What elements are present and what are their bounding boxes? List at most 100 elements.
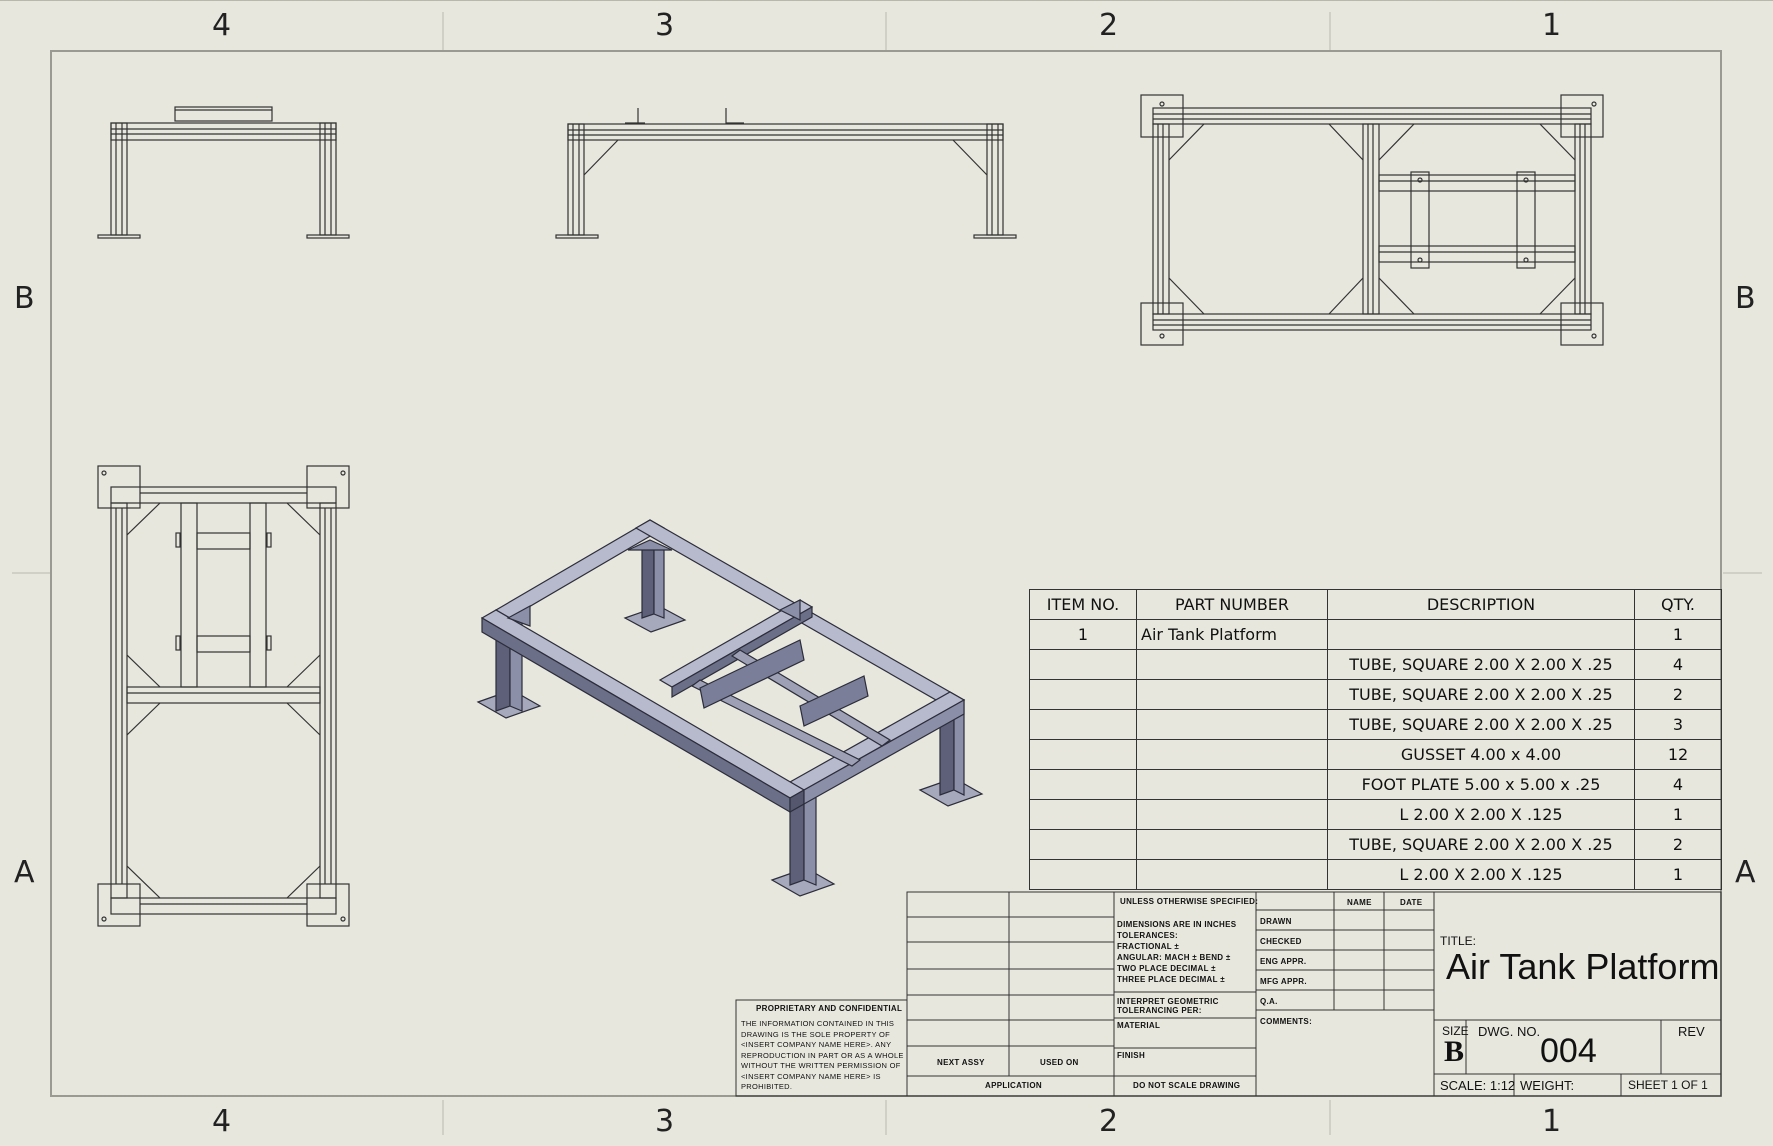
bom-cell-part bbox=[1136, 769, 1328, 800]
side-view bbox=[555, 108, 1017, 239]
application-label: APPLICATION bbox=[985, 1081, 1042, 1090]
bom-cell-item bbox=[1029, 739, 1137, 770]
interpret-line-1: INTERPRET GEOMETRIC bbox=[1117, 997, 1219, 1006]
unless-specified-label: UNLESS OTHERWISE SPECIFIED: bbox=[1120, 897, 1259, 906]
zone-right-b: B bbox=[1735, 281, 1756, 316]
bom-header-item: ITEM NO. bbox=[1029, 589, 1137, 620]
bom-cell-part bbox=[1136, 799, 1328, 830]
approval-row-label: CHECKED bbox=[1260, 937, 1302, 946]
bom-cell-desc: TUBE, SQUARE 2.00 X 2.00 X .25 bbox=[1327, 649, 1635, 680]
bom-cell-qty: 3 bbox=[1634, 709, 1722, 740]
tolerance-line: TWO PLACE DECIMAL ± bbox=[1117, 964, 1216, 973]
zone-left-b: B bbox=[14, 281, 35, 316]
dwg-no-label: DWG. NO. bbox=[1478, 1024, 1541, 1039]
zone-top-2: 2 bbox=[1099, 8, 1119, 43]
bom-cell-qty: 2 bbox=[1634, 679, 1722, 710]
bom-cell-item bbox=[1029, 859, 1137, 890]
title-label: TITLE: bbox=[1440, 934, 1477, 948]
approval-row-label: Q.A. bbox=[1260, 997, 1278, 1006]
top-view bbox=[1140, 94, 1604, 346]
bom-cell-desc: TUBE, SQUARE 2.00 X 2.00 X .25 bbox=[1327, 709, 1635, 740]
bom-cell-desc: L 2.00 X 2.00 X .125 bbox=[1327, 859, 1635, 890]
proprietary-line: DRAWING IS THE SOLE PROPERTY OF bbox=[741, 1029, 891, 1039]
sheet-label: SHEET 1 OF 1 bbox=[1628, 1078, 1708, 1092]
proprietary-line: REPRODUCTION IN PART OR AS A WHOLE bbox=[741, 1050, 904, 1060]
bom-cell-item bbox=[1029, 679, 1137, 710]
proprietary-line: PROHIBITED. bbox=[741, 1082, 793, 1091]
bom-cell-item bbox=[1029, 649, 1137, 680]
bom-cell-desc bbox=[1327, 619, 1635, 650]
bom-cell-qty: 4 bbox=[1634, 769, 1722, 800]
bom-cell-part: Air Tank Platform bbox=[1136, 619, 1328, 650]
bom-cell-qty: 1 bbox=[1634, 859, 1722, 890]
bom-header-part: PART NUMBER bbox=[1136, 589, 1328, 620]
bom-cell-item bbox=[1029, 799, 1137, 830]
dwg-number: 004 bbox=[1540, 1032, 1597, 1070]
bom-cell-part bbox=[1136, 829, 1328, 860]
proprietary-line: WITHOUT THE WRITTEN PERMISSION OF bbox=[741, 1061, 901, 1070]
approval-row-label: MFG APPR. bbox=[1260, 977, 1307, 986]
bom-cell-part bbox=[1136, 859, 1328, 890]
zone-top-1: 1 bbox=[1542, 8, 1562, 43]
date-header: DATE bbox=[1400, 898, 1423, 907]
bom-cell-desc: GUSSET 4.00 x 4.00 bbox=[1327, 739, 1635, 770]
used-on-label: USED ON bbox=[1040, 1058, 1079, 1067]
do-not-scale-label: DO NOT SCALE DRAWING bbox=[1133, 1081, 1241, 1090]
bom-header-qty: QTY. bbox=[1634, 589, 1722, 620]
bom-cell-qty: 2 bbox=[1634, 829, 1722, 860]
bom-cell-item: 1 bbox=[1029, 619, 1137, 650]
zone-bottom-3: 3 bbox=[655, 1104, 675, 1139]
tolerance-line: ANGULAR: MACH ± BEND ± bbox=[1117, 953, 1231, 962]
bom-header-desc: DESCRIPTION bbox=[1327, 589, 1635, 620]
bom-cell-item bbox=[1029, 709, 1137, 740]
zone-bottom-1: 1 bbox=[1542, 1104, 1562, 1139]
material-label: MATERIAL bbox=[1117, 1021, 1161, 1030]
drawing-title: Air Tank Platform bbox=[1446, 946, 1720, 987]
size-value: B bbox=[1444, 1035, 1465, 1068]
proprietary-line: <INSERT COMPANY NAME HERE> IS bbox=[741, 1071, 881, 1081]
tolerance-line: THREE PLACE DECIMAL ± bbox=[1117, 975, 1225, 984]
size-label: SIZE bbox=[1442, 1024, 1469, 1038]
proprietary-line: THE INFORMATION CONTAINED IN THIS bbox=[741, 1019, 895, 1028]
bom-cell-desc: FOOT PLATE 5.00 x 5.00 x .25 bbox=[1327, 769, 1635, 800]
approval-row-label: ENG APPR. bbox=[1260, 957, 1307, 966]
bom-cell-desc: TUBE, SQUARE 2.00 X 2.00 X .25 bbox=[1327, 829, 1635, 860]
zone-top-4: 4 bbox=[212, 8, 232, 43]
zone-bottom-2: 2 bbox=[1099, 1104, 1119, 1139]
title-block-lines bbox=[735, 891, 1722, 1097]
bom-cell-item bbox=[1029, 829, 1137, 860]
zone-top-3: 3 bbox=[655, 8, 675, 43]
zone-left-a: A bbox=[14, 855, 35, 890]
bom-cell-qty: 12 bbox=[1634, 739, 1722, 770]
tolerance-line: TOLERANCES: bbox=[1117, 931, 1178, 940]
bom-header-row: ITEM NO. PART NUMBER DESCRIPTION QTY. bbox=[1029, 589, 1722, 620]
bom-cell-qty: 4 bbox=[1634, 649, 1722, 680]
name-header: NAME bbox=[1347, 898, 1372, 907]
bom-cell-desc: TUBE, SQUARE 2.00 X 2.00 X .25 bbox=[1327, 679, 1635, 710]
approval-row-label: DRAWN bbox=[1260, 917, 1292, 926]
bom-cell-part bbox=[1136, 649, 1328, 680]
next-assy-label: NEXT ASSY bbox=[937, 1058, 985, 1067]
bom-cell-part bbox=[1136, 709, 1328, 740]
tolerance-line: FRACTIONAL ± bbox=[1117, 942, 1180, 951]
interpret-line-2: TOLERANCING PER: bbox=[1117, 1006, 1202, 1015]
finish-label: FINISH bbox=[1117, 1051, 1146, 1060]
isometric-view bbox=[476, 519, 984, 897]
bom-cell-qty: 1 bbox=[1634, 619, 1722, 650]
proprietary-line: <INSERT COMPANY NAME HERE>. ANY bbox=[741, 1040, 892, 1049]
bom-cell-part bbox=[1136, 679, 1328, 710]
tolerance-line: DIMENSIONS ARE IN INCHES bbox=[1117, 920, 1237, 929]
approval-row-label: COMMENTS: bbox=[1260, 1017, 1313, 1026]
bom-cell-item bbox=[1029, 769, 1137, 800]
